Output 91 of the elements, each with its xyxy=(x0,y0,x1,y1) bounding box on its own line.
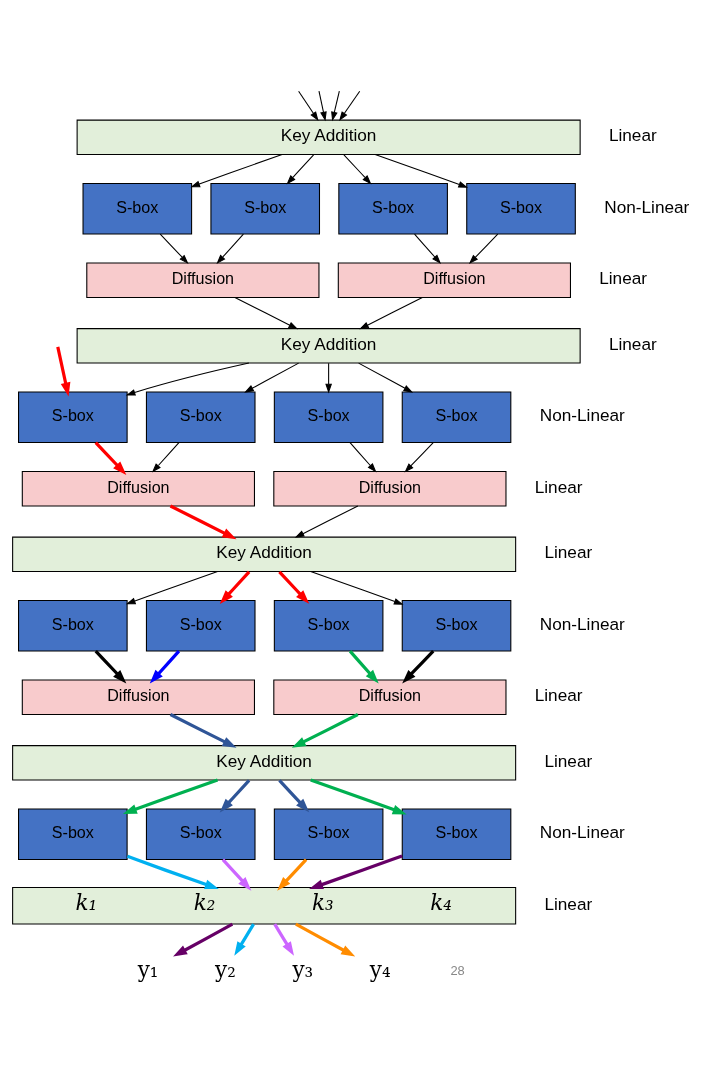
arrow xyxy=(94,650,127,684)
node-box: Diffusion xyxy=(86,262,320,298)
node-box: S-box xyxy=(145,391,256,444)
node-box: S-box xyxy=(401,808,512,861)
label: Linear xyxy=(608,125,657,146)
arrow xyxy=(402,650,435,684)
arrow xyxy=(94,441,127,475)
label: Non-Linear xyxy=(604,196,690,217)
node-box: S-box xyxy=(338,182,448,235)
node-text: y₄ xyxy=(369,956,391,982)
node-box: Diffusion xyxy=(273,679,507,715)
arrow xyxy=(234,296,299,330)
arrow xyxy=(291,713,359,748)
arrow xyxy=(216,233,244,265)
arrow xyxy=(125,362,250,396)
arrow xyxy=(190,153,283,188)
arrow xyxy=(414,233,442,265)
arrow xyxy=(349,442,377,473)
label: Non-Linear xyxy=(539,822,625,843)
arrow xyxy=(348,650,379,684)
arrow xyxy=(294,505,359,538)
arrow xyxy=(56,346,71,397)
label: Linear xyxy=(544,542,593,563)
arrow xyxy=(286,154,315,185)
node-box: Diffusion xyxy=(21,679,255,715)
arrow xyxy=(125,571,219,605)
arrow xyxy=(277,858,308,891)
node-box: S-box xyxy=(273,808,384,861)
node-box: Key Addition xyxy=(76,328,581,364)
node-box: S-box xyxy=(210,182,321,235)
label: Linear xyxy=(534,685,583,706)
node-box: S-box xyxy=(145,808,256,861)
label: Non-Linear xyxy=(539,405,625,426)
arrow xyxy=(273,923,294,956)
arrow xyxy=(159,233,189,265)
arrow xyxy=(298,90,319,122)
node-box: S-box xyxy=(18,600,128,652)
node-box: S-box xyxy=(18,808,128,861)
arrow xyxy=(310,571,404,605)
arrow xyxy=(374,154,469,188)
node-text: y₁ xyxy=(137,956,159,982)
label: 28 xyxy=(450,962,465,978)
label: Linear xyxy=(544,750,593,771)
arrow xyxy=(310,778,407,815)
label: Non-Linear xyxy=(539,613,625,634)
arrow xyxy=(359,296,423,330)
arrow xyxy=(149,650,181,684)
arrow xyxy=(126,854,219,890)
arrow xyxy=(331,90,340,122)
arrow xyxy=(122,778,219,814)
node-box: S-box xyxy=(401,600,512,652)
node-box: Diffusion xyxy=(273,471,507,507)
label: Linear xyxy=(608,333,657,354)
arrow xyxy=(325,362,332,394)
arrow xyxy=(169,504,237,540)
arrow xyxy=(468,233,499,265)
arrow xyxy=(234,923,255,956)
label: Linear xyxy=(534,476,583,497)
node-text: y₃ xyxy=(292,956,314,982)
node-box: k₁ k₂ k₃ k₄ xyxy=(12,887,517,925)
arrow xyxy=(278,779,310,813)
node-box: Key Addition xyxy=(76,119,581,156)
node-box: S-box xyxy=(273,600,384,652)
node-box: S-box xyxy=(401,391,512,444)
node-box: Key Addition xyxy=(12,536,517,573)
arrow xyxy=(173,922,234,957)
arrow xyxy=(309,854,403,890)
node-box: Diffusion xyxy=(21,471,255,507)
node-box: Diffusion xyxy=(337,262,571,298)
arrow xyxy=(318,90,327,122)
node-box: Key Addition xyxy=(12,745,517,781)
arrow xyxy=(339,90,361,122)
arrow xyxy=(219,779,251,813)
node-box: S-box xyxy=(18,391,128,444)
arrow xyxy=(358,362,414,393)
node-box: S-box xyxy=(145,600,256,652)
arrow xyxy=(278,570,310,604)
node-box: S-box xyxy=(466,182,576,235)
label: Linear xyxy=(544,893,593,914)
arrow xyxy=(169,713,237,748)
node-box: S-box xyxy=(273,391,384,444)
label: Linear xyxy=(599,268,648,289)
arrow xyxy=(219,570,251,604)
arrow xyxy=(244,362,300,393)
arrow xyxy=(295,922,356,957)
arrow xyxy=(221,858,252,891)
node-box: S-box xyxy=(82,182,193,235)
node-text: y₂ xyxy=(215,956,236,982)
arrow xyxy=(151,442,180,473)
arrow xyxy=(343,154,372,185)
arrow xyxy=(404,442,434,473)
